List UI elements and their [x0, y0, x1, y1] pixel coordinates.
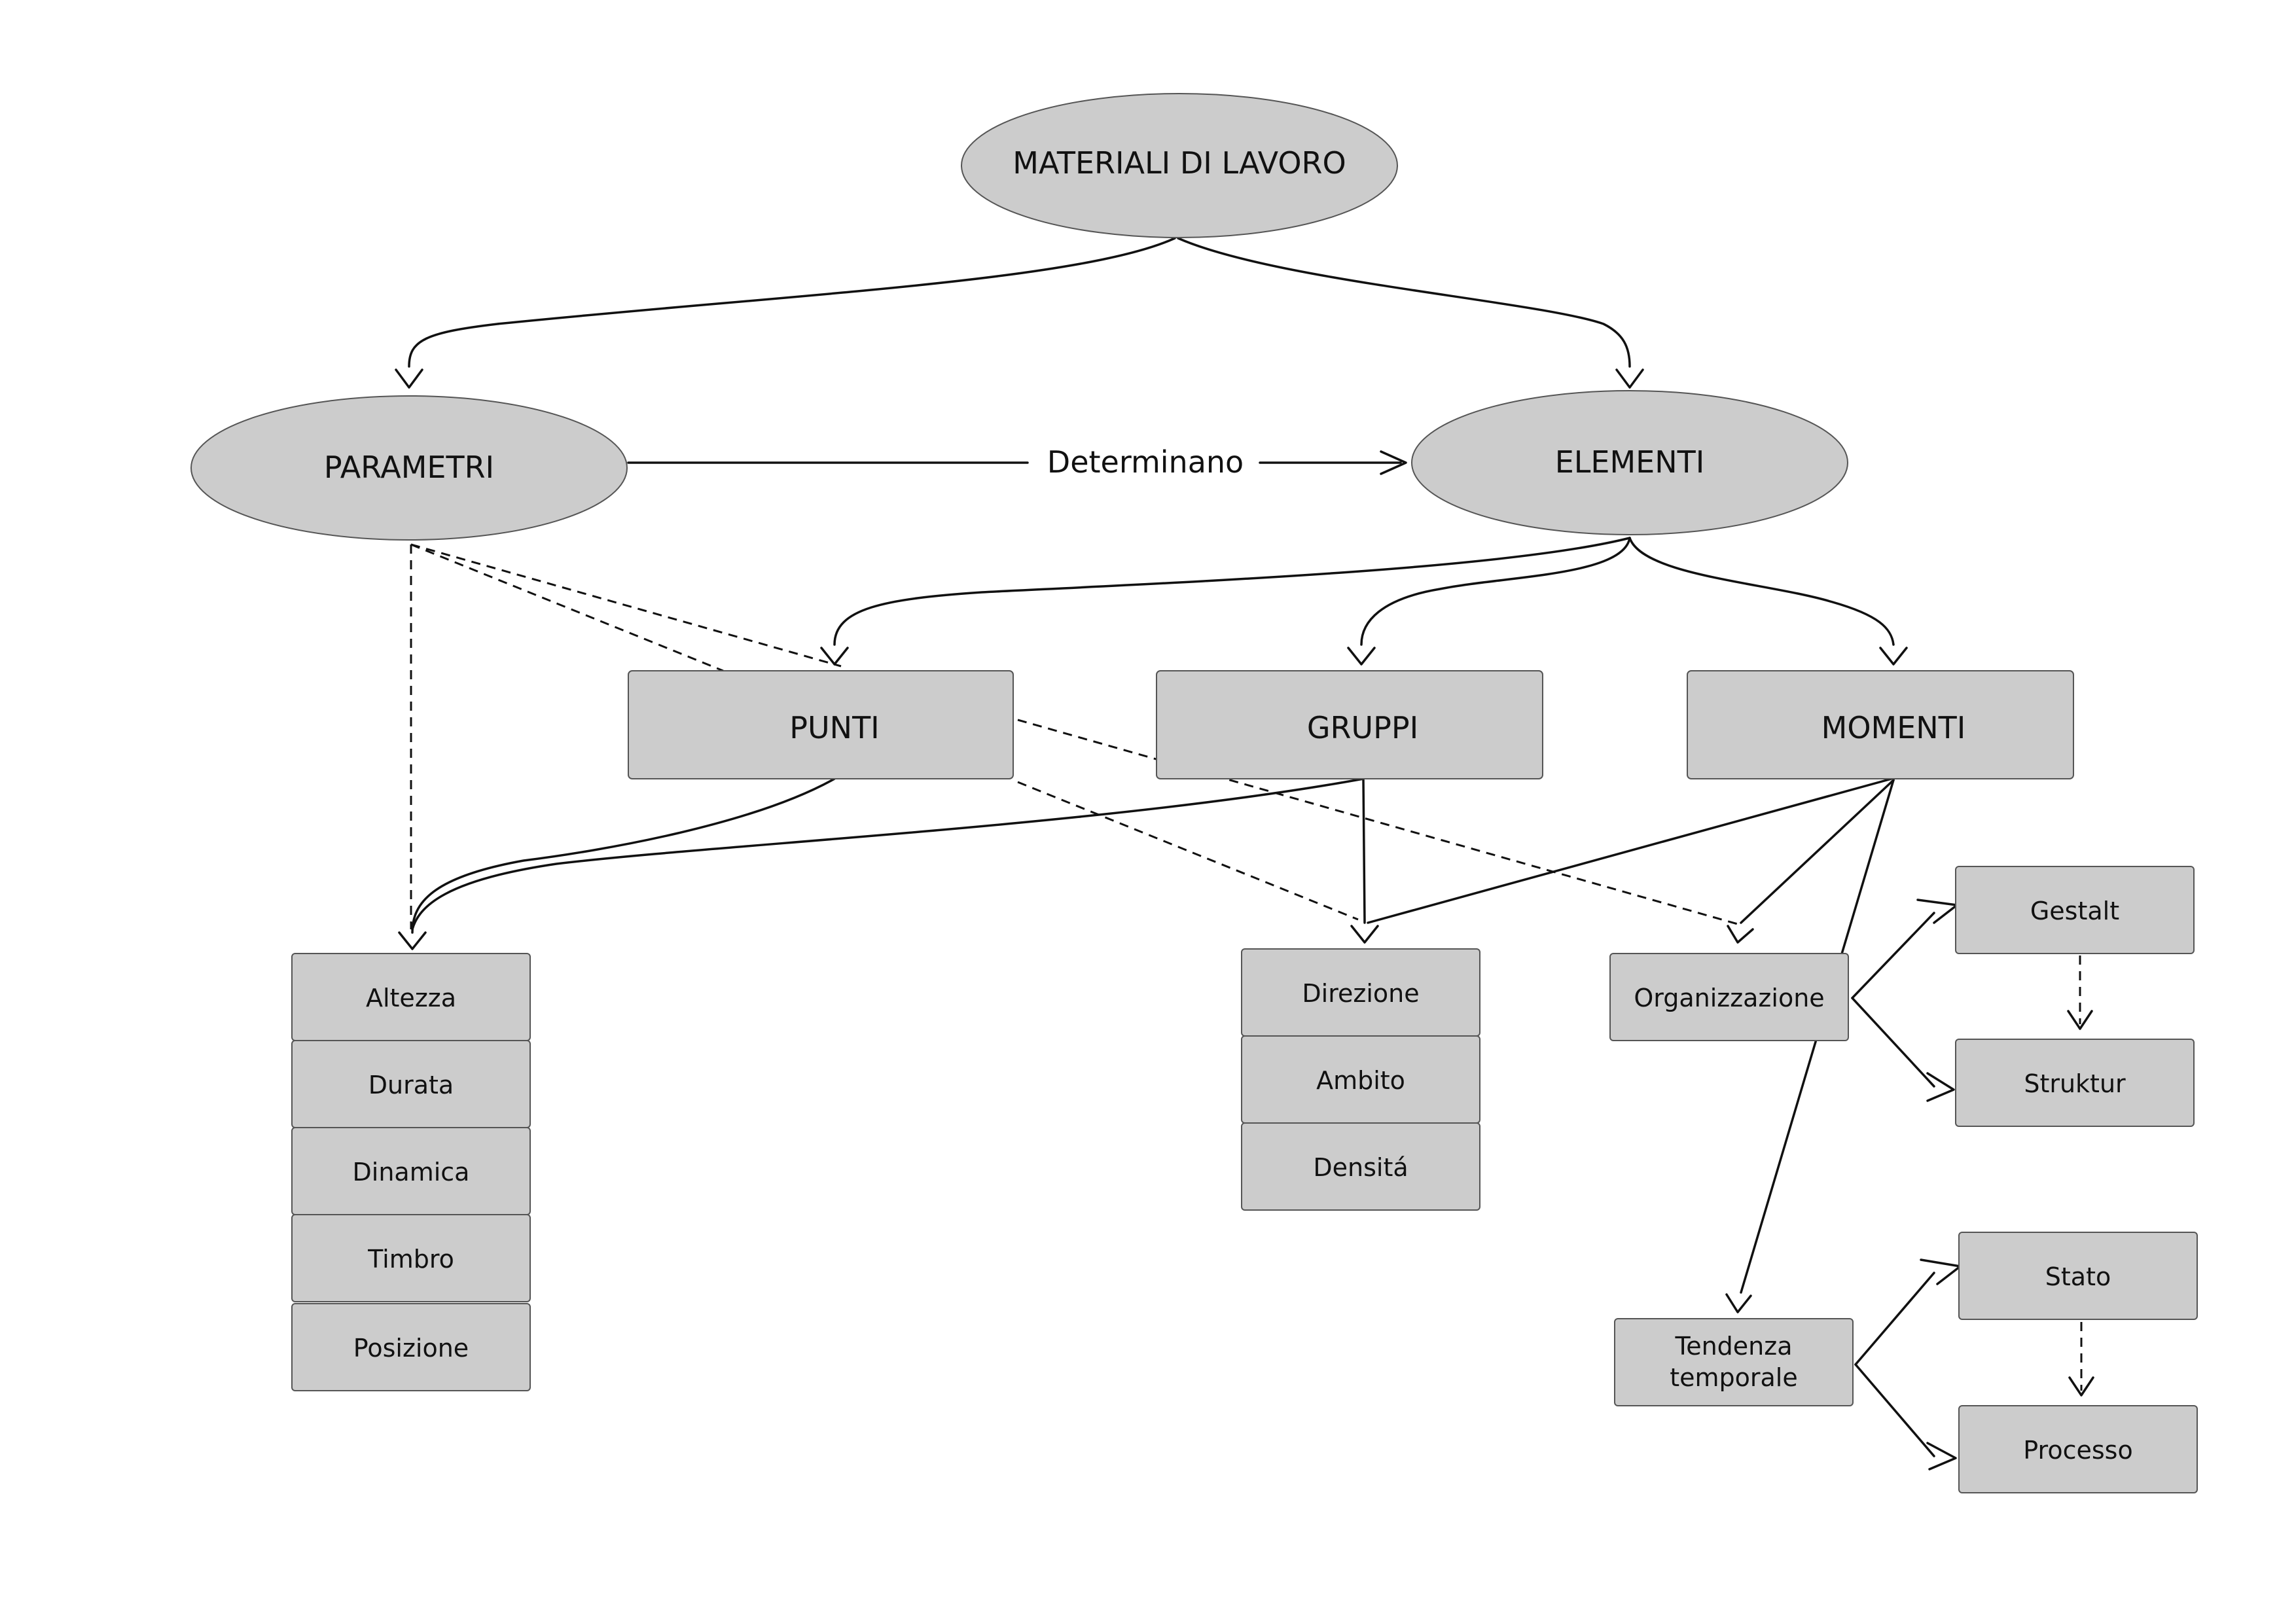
node-densita: Densitá	[1241, 1122, 1480, 1211]
arrowhead-dashed-struktur	[2067, 1010, 2093, 1030]
node-gruppi-label: GRUPPI	[1307, 710, 1418, 745]
node-altezza-label: Altezza	[366, 984, 456, 1012]
node-durata: Durata	[291, 1040, 531, 1128]
node-gestalt-label: Gestalt	[2030, 897, 2119, 925]
node-ambito-label: Ambito	[1316, 1066, 1405, 1095]
edge-elementi-to-gruppi	[1360, 537, 1631, 646]
node-elementi: ELEMENTI	[1411, 390, 1848, 535]
edge-root-to-elementi	[1177, 237, 1631, 368]
node-stato: Stato	[1958, 1232, 2198, 1320]
node-processo: Processo	[1958, 1405, 2198, 1493]
edge-punti-to-altezza	[411, 777, 836, 934]
arrowhead-dashed-processo	[2068, 1376, 2094, 1397]
arrowhead-direzione	[1350, 925, 1379, 944]
arrowhead-organizzazione	[1727, 925, 1754, 944]
node-timbro: Timbro	[291, 1214, 531, 1302]
node-tendenza-label-2: temporale	[1670, 1363, 1798, 1392]
arrowhead-momenti	[1879, 647, 1908, 666]
node-tendenza-temporale: Tendenza temporale	[1614, 1318, 1854, 1406]
dashed-parametri-to-punti-a	[410, 543, 724, 672]
arrowhead-elementi	[1615, 368, 1644, 389]
node-momenti-label: MOMENTI	[1821, 710, 1966, 745]
node-organizzazione-label: Organizzazione	[1634, 984, 1824, 1012]
node-struktur-label: Struktur	[2024, 1069, 2126, 1098]
node-momenti: MOMENTI	[1687, 670, 2074, 779]
arrowhead-processo	[1926, 1442, 1957, 1471]
edge-elementi-to-punti	[833, 537, 1631, 646]
node-densita-label: Densitá	[1313, 1153, 1408, 1182]
edge-organizzazione-to-struktur	[1851, 997, 1935, 1088]
node-gruppi: GRUPPI	[1156, 670, 1543, 779]
node-punti: PUNTI	[628, 670, 1014, 779]
arrowhead-gestalt	[1916, 899, 1958, 924]
arrowhead-tendenza	[1725, 1293, 1752, 1313]
node-punti-label: PUNTI	[789, 710, 879, 745]
arrowhead-determinano	[1380, 450, 1407, 475]
node-parametri-label: PARAMETRI	[324, 450, 494, 485]
node-dinamica: Dinamica	[291, 1127, 531, 1215]
edge-elementi-to-momenti	[1628, 537, 1895, 646]
node-parametri: PARAMETRI	[190, 395, 628, 541]
node-elementi-label: ELEMENTI	[1555, 444, 1705, 480]
node-ambito: Ambito	[1241, 1035, 1480, 1124]
arrowhead-parametri	[395, 368, 423, 389]
node-direzione-label: Direzione	[1302, 979, 1419, 1008]
edge-label-determinano: Determinano	[1047, 444, 1244, 480]
node-dinamica-label: Dinamica	[353, 1158, 470, 1186]
node-struktur: Struktur	[1955, 1039, 2195, 1127]
edge-gruppi-to-direzione	[1362, 777, 1366, 924]
arrowhead-struktur	[1926, 1072, 1955, 1102]
edge-tendenza-to-processo	[1854, 1363, 1935, 1457]
edge-momenti-to-organizzazione	[1740, 779, 1895, 924]
node-altezza: Altezza	[291, 953, 531, 1041]
node-organizzazione: Organizzazione	[1609, 953, 1849, 1041]
edge-gruppi-to-altezza	[411, 777, 1365, 931]
node-durata-label: Durata	[368, 1071, 454, 1099]
dashed-punti-to-direzione	[1017, 781, 1359, 921]
node-posizione-label: Posizione	[353, 1334, 469, 1363]
parameters-stack: Altezza Durata Dinamica Timbro Posizione	[291, 953, 531, 1391]
node-stato-label: Stato	[2045, 1262, 2111, 1291]
node-posizione: Posizione	[291, 1303, 531, 1391]
arrowhead-altezza	[398, 931, 427, 950]
edge-tendenza-to-stato	[1854, 1272, 1935, 1366]
node-direzione: Direzione	[1241, 948, 1480, 1037]
edge-organizzazione-to-gestalt	[1851, 912, 1935, 999]
node-timbro-label: Timbro	[367, 1245, 454, 1274]
node-root-label: MATERIALI DI LAVORO	[1013, 145, 1346, 181]
node-root: MATERIALI DI LAVORO	[961, 93, 1398, 238]
node-processo-label: Processo	[2023, 1436, 2132, 1465]
edge-root-to-parametri	[408, 237, 1176, 368]
group-props-stack: Direzione Ambito Densitá	[1241, 948, 1480, 1211]
edge-momenti-to-direzione	[1367, 777, 1893, 924]
arrowhead-gruppi	[1347, 647, 1376, 666]
node-tendenza-label-1: Tendenza	[1674, 1332, 1792, 1361]
dashed-parametri-to-punti-b	[410, 543, 842, 668]
node-gestalt: Gestalt	[1955, 866, 2195, 954]
